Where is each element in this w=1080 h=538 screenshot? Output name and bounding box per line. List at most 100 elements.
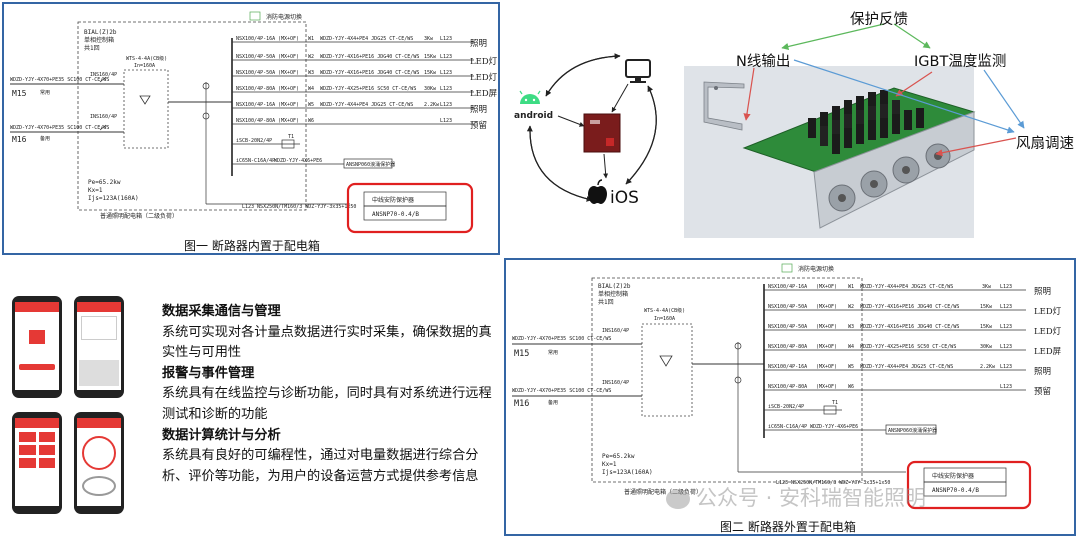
spd-label: ANSNP060浪涌保护器 [346, 161, 395, 168]
circuit-row: NSX100/4P-50A (MX+OF) W2 WDZD-YJY-4X16+P… [232, 54, 498, 67]
connectivity-diagram: android iOS [514, 53, 657, 208]
svg-text:L123: L123 [440, 86, 452, 92]
svg-text:WDZD-YJY-4X16+PE16 JDG40 CT-CE: WDZD-YJY-4X16+PE16 JDG40 CT-CE/WS [320, 70, 419, 76]
svg-text:W2: W2 [308, 54, 314, 60]
svg-text:NSX100/4P-80A: NSX100/4P-80A [768, 344, 807, 350]
svg-text:L123: L123 [1000, 324, 1012, 330]
circuit-row: NSX100/4P-16A (MX+OF) W5 WDZD-YJY-4X4+PE… [764, 364, 1051, 377]
box-title-2: 单相控制箱 [84, 36, 114, 44]
svg-text:照明: 照明 [1034, 367, 1051, 377]
figure2-caption: 图二 断路器外置于配电箱 [720, 520, 856, 534]
protector-highlight [906, 460, 1032, 510]
label-igbt: IGBT温度监测 [914, 54, 1007, 70]
product-photo [703, 23, 1025, 229]
svg-text:WDZD-YJY-4X16+PE16 JDG40 CT-CE: WDZD-YJY-4X16+PE16 JDG40 CT-CE/WS [860, 304, 959, 310]
svg-text:W3: W3 [848, 324, 854, 330]
distribution-box-outline [77, 21, 307, 211]
svg-text:(MX+OF): (MX+OF) [278, 70, 299, 76]
svg-text:WDZD-YJY-4X70+PE35 SC100 CT-CE: WDZD-YJY-4X70+PE35 SC100 CT-CE/WS [512, 388, 611, 394]
box-title-1: BIAL(Z)2b [84, 29, 117, 36]
svg-text:预留: 预留 [470, 120, 487, 131]
svg-text:30Kw: 30Kw [424, 86, 437, 92]
svg-text:LED屏: LED屏 [470, 89, 498, 99]
svg-text:WDZD-YJY-4X4+PE4 JDG25 CT-CE/W: WDZD-YJY-4X4+PE4 JDG25 CT-CE/WS [320, 102, 413, 108]
svg-text:照明: 照明 [470, 39, 487, 49]
svg-text:(MX+OF): (MX+OF) [816, 364, 837, 370]
svg-text:(MX+OF): (MX+OF) [816, 324, 837, 330]
svg-text:W3: W3 [308, 70, 314, 76]
label-n-output: N线输出 [736, 54, 791, 70]
svg-text:NSX100/4P-50A: NSX100/4P-50A [768, 304, 807, 310]
svg-text:ANSNP70-0.4/B: ANSNP70-0.4/B [932, 487, 979, 494]
box-bottom-label: 普通照明配电箱（二级负荷） [100, 212, 178, 220]
svg-text:L123: L123 [440, 54, 452, 60]
circuit-row: NSX100/4P-80A (MX+OF) W4 WDZD-YJY-4X25+P… [764, 344, 1062, 357]
feature-body: 系统具有在线监控与诊断功能，同时具有对系统进行远程测试和诊断的功能 [162, 386, 492, 422]
wts-switch [123, 69, 169, 149]
feature-title: 报警与事件管理 [162, 365, 255, 381]
feature-title: 数据计算统计与分析 [162, 427, 281, 443]
feeder-top-use: 常用 [40, 89, 50, 96]
feeder-top-cable: WDZD-YJY-4X70+PE35 SC100 CT-CE/WS [10, 77, 109, 83]
svg-text:M15: M15 [514, 349, 529, 359]
apple-icon [588, 179, 607, 204]
capacitor-array [808, 90, 924, 154]
android-label: android [514, 111, 553, 121]
svg-text:NSX100/4P-16A: NSX100/4P-16A [768, 284, 807, 290]
svg-text:W1: W1 [308, 36, 314, 42]
svg-text:T1: T1 [832, 400, 838, 406]
svg-text:W2: W2 [848, 304, 854, 310]
svg-text:30Kw: 30Kw [980, 344, 993, 350]
svg-text:预留: 预留 [1034, 386, 1051, 397]
ic65-cable: WDZD-YJY-4X6+PE6 [274, 158, 322, 164]
svg-text:L123: L123 [440, 70, 452, 76]
features-text: 数据采集通信与管理 系统可实现对各计量点数据进行实时采集，确保数据的真实性与可用… [162, 302, 492, 487]
svg-text:(MX+OF): (MX+OF) [278, 118, 299, 124]
svg-text:照明: 照明 [1034, 287, 1051, 297]
protector-model: ANSNP70-0.4/B [372, 211, 419, 218]
svg-text:NSX100/4P-16A: NSX100/4P-16A [236, 36, 275, 42]
svg-text:iC65N-C16A/4P: iC65N-C16A/4P [768, 424, 807, 430]
svg-text:NSX100/4P-80A: NSX100/4P-80A [768, 384, 807, 390]
circuit-row: NSX100/4P-50A (MX+OF) W3 WDZD-YJY-4X16+P… [232, 70, 498, 83]
feature-title: 数据采集通信与管理 [162, 304, 281, 319]
svg-text:L123: L123 [1000, 304, 1012, 310]
svg-text:W1: W1 [848, 284, 854, 290]
svg-text:WDZD-YJY-4X25+PE16 SC50 CT-CE/: WDZD-YJY-4X25+PE16 SC50 CT-CE/WS [320, 86, 416, 92]
svg-text:WDZD-YJY-4X16+PE16 JDG40 CT-CE: WDZD-YJY-4X16+PE16 JDG40 CT-CE/WS [320, 54, 419, 60]
svg-text:iSCB-20N2/4P: iSCB-20N2/4P [768, 404, 804, 410]
phone-mockup [12, 296, 62, 398]
svg-text:NSX100/4P-50A: NSX100/4P-50A [768, 324, 807, 330]
phone-mockup [74, 412, 124, 514]
svg-text:L123: L123 [1000, 344, 1012, 350]
connectivity-panel: android iOS [508, 36, 680, 222]
fig2-bottom-line: L123 NSX250N/TM160/3 WDZ-YJY-3x35+1x50 [776, 480, 890, 486]
svg-text:L123: L123 [1000, 364, 1012, 370]
monitor-icon [625, 59, 651, 83]
ic65-label: iC65N-C16A/4P [236, 158, 275, 164]
svg-text:(MX+OF): (MX+OF) [816, 344, 837, 350]
circuit-row: NSX100/4P-16A (MX+OF) W1 WDZD-YJY-4X4+PE… [232, 36, 487, 49]
svg-text:W6: W6 [308, 118, 314, 124]
svg-text:(MX+OF): (MX+OF) [278, 54, 299, 60]
param-pe: Pe=65.2kw [88, 179, 121, 186]
label-fan: 风扇调速 [1016, 136, 1074, 152]
feature-body: 系统可实现对各计量点数据进行实时采集，确保数据的真实性与可用性 [162, 324, 492, 361]
svg-text:(MX+OF): (MX+OF) [816, 284, 837, 290]
svg-text:W5: W5 [848, 364, 854, 370]
protector-title: 中线安防保护器 [372, 196, 414, 204]
svg-text:(MX+OF): (MX+OF) [816, 384, 837, 390]
ins-top: INS160/4P [90, 72, 117, 78]
iscb-label: iSCB-20N2/4P [236, 138, 272, 144]
circuit-row: NSX100/4P-80A (MX+OF) W6 L123 预留 [764, 384, 1051, 397]
svg-text:15Kw: 15Kw [980, 304, 993, 310]
label-feedback: 保护反馈 [850, 12, 908, 28]
svg-text:L123: L123 [1000, 384, 1012, 390]
figure1-panel: 消防电源切换 BIAL(Z)2b 单相控制箱 共1回 WDZD-YJY-4X70… [2, 2, 500, 255]
svg-text:In=160A: In=160A [654, 316, 675, 322]
svg-text:15Kw: 15Kw [980, 324, 993, 330]
svg-text:WDZD-YJY-4X4+PE4 JDG25 CT-CE/W: WDZD-YJY-4X4+PE4 JDG25 CT-CE/WS [860, 364, 953, 370]
svg-text:LED灯: LED灯 [1034, 326, 1062, 337]
svg-text:WDZD-YJY-4X25+PE16 SC50 CT-CE/: WDZD-YJY-4X25+PE16 SC50 CT-CE/WS [860, 344, 956, 350]
svg-text:(MX+OF): (MX+OF) [278, 102, 299, 108]
